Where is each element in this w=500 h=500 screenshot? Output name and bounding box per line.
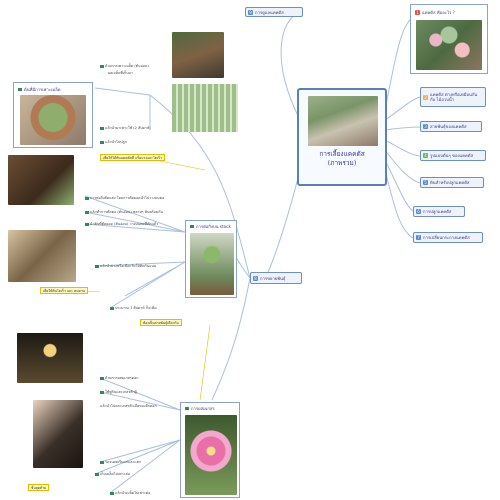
list-item: นำต้นที่ตัดยอด (ต้นอ่อน) วางบนตอที่ตัดแล… <box>85 222 158 226</box>
callout-note: ขั้นสุดท้าย <box>28 484 50 491</box>
list-item: แล้วนำไปปลูก <box>100 140 127 144</box>
flag-icon <box>100 140 104 144</box>
flag-icon <box>18 87 22 91</box>
flag-icon <box>85 210 89 214</box>
topic-number-badge: 9 <box>248 9 253 15</box>
topic-propagation[interactable]: 8 การขยายพันธุ์ <box>250 272 302 284</box>
flag-icon <box>95 472 99 476</box>
list-item: แล้วนำเมล็ดไปเพาะต่อ <box>110 491 150 495</box>
topic-label: รูปแบบต้นๆ ของแคคตัส <box>430 153 474 158</box>
topic-label: การดูแลแคคตัส <box>255 9 284 15</box>
pollination-hand-photo <box>33 400 83 468</box>
subtopic-header: การต่อกิ่งบน stock <box>188 222 235 230</box>
topic-repotting[interactable]: 7 การเปลี่ยนกระถางแคคตัส <box>413 232 483 243</box>
central-topic[interactable]: การเลี้ยงแคคตัส (ภาพรวม) <box>297 88 387 186</box>
list-item: ใช้พู่กันแตะเกสรตัวผู้ <box>100 390 137 394</box>
list-item: ด้วยการเพาะเมล็ด (ต้นอ่อน) <box>100 64 149 68</box>
flag-icon <box>100 390 104 394</box>
topic-label: การเปลี่ยนกระถางแคคตัส <box>423 235 470 240</box>
topic-label: ดินสำหรับปลูกแคคตัส <box>430 180 470 185</box>
list-item: ผลเมล็ดที่เก็บมา <box>108 71 133 75</box>
list-item: แล้วทำการตัดตอ (ต้นอ่อน) หลายๆ ต้นพร้อมก… <box>85 210 163 214</box>
subtopic-header: ต้นที่มีการเพาะเมล็ด <box>16 85 90 93</box>
graft-stock-photo <box>190 233 234 295</box>
flag-icon <box>100 64 104 68</box>
list-item: การต่อกิ่งตัดแต่ง โดยการตัดยอดนำไปวางบนต… <box>85 196 164 200</box>
flag-icon <box>85 196 89 200</box>
central-topic-title: การเลี้ยงแคคตัส (ภาพรวม) <box>319 150 365 167</box>
pollen-photo <box>17 333 83 383</box>
flag-icon <box>95 264 99 268</box>
subtopic-pollination[interactable]: การผสมเกสร <box>180 402 240 498</box>
topic-header: 1 แคคตัส คืออะไร ? <box>413 7 485 17</box>
topic-label: สายพันธุ์ของแคคตัส <box>430 124 467 129</box>
topic-label: แคคตัส ต่างหรือเหมือนกันกับ ไม้อวบน้ำ <box>430 92 478 102</box>
topic-number-badge: 2 <box>423 94 428 100</box>
subtopic-label: การต่อกิ่งบน stock <box>196 223 231 229</box>
topic-cactus-vs-succulent[interactable]: 2 แคคตัส ต่างหรือเหมือนกันกับ ไม้อวบน้ำ <box>420 87 486 107</box>
topic-number-badge: 7 <box>416 235 421 240</box>
callout-note: เพื่อให้ต้นโตเร็ว และ ทนทาน <box>40 287 88 294</box>
cutting-cactus-photo <box>8 155 74 205</box>
subtopic-label: ต้นที่มีการเพาะเมล็ด <box>24 86 61 92</box>
topic-number-badge: 3 <box>423 124 428 129</box>
subtopic-seedling[interactable]: ต้นที่มีการเพาะเมล็ด <box>13 82 93 148</box>
flag-icon <box>185 406 189 410</box>
topic-number-badge: 5 <box>423 180 428 185</box>
flag-icon <box>190 224 194 228</box>
list-item: รอจนผลเริ่มแก่และแตก <box>100 460 141 464</box>
subtopic-label: การผสมเกสร <box>191 405 215 411</box>
topic-species[interactable]: 3 สายพันธุ์ของแคคตัส <box>420 121 482 132</box>
list-item: ประมาณ 1 สัปดาห์ ก็จะติด <box>110 306 157 310</box>
callout-note: เพื่อให้ได้ต้นแคคตัสที่ แข็งแรงและโตเร็ว <box>100 154 165 161</box>
topic-what-is-cactus[interactable]: 1 แคคตัส คืออะไร ? <box>410 4 488 74</box>
subtopic-graft-stock[interactable]: การต่อกิ่งบน stock <box>185 220 237 298</box>
flag-icon <box>100 460 104 464</box>
flag-icon <box>100 376 104 380</box>
topic-label: การปลูกแคคตัส <box>423 209 452 214</box>
flag-icon <box>110 306 114 310</box>
subtopic-header: การผสมเกสร <box>183 404 238 412</box>
list-item: แล้วนำไปแตะเกสรตัวเมียของอีกดอก <box>100 404 157 408</box>
seed-harvest-photo <box>172 32 224 78</box>
topic-planting[interactable]: 6 การปลูกแคคตัส <box>413 206 465 217</box>
seedling-pot-photo <box>20 95 86 145</box>
flag-icon <box>85 222 89 226</box>
topic-label: การขยายพันธุ์ <box>260 275 286 281</box>
topic-label: แคคตัส คืออะไร ? <box>422 9 455 15</box>
list-item: แล้วนำมาเพาะใช้ (2 สัปดาห์) <box>100 126 151 130</box>
topic-number-badge: 8 <box>253 275 258 281</box>
seedling-tray-photo <box>172 84 238 132</box>
topic-number-badge: 6 <box>416 209 421 214</box>
cactus-pots-photo <box>416 20 482 70</box>
topic-number-badge: 1 <box>415 9 420 15</box>
flag-icon <box>100 126 104 130</box>
list-item: เก็บเมล็ดไปเพาะต่อ <box>95 472 130 476</box>
grafting-photo <box>8 230 76 282</box>
flag-icon <box>110 491 114 495</box>
callout-note: ต้องเป็นสายพันธุ์เดียวกัน <box>140 319 182 326</box>
topic-care[interactable]: 9 การดูแลแคคตัส <box>245 7 303 17</box>
list-item: แล้วนำยางหรือเชือกรัดให้ติดกันแน่น <box>95 264 156 268</box>
cactus-greenhouse-photo <box>308 96 378 146</box>
topic-soil[interactable]: 5 ดินสำหรับปลูกแคคตัส <box>420 177 484 188</box>
list-item: ด้วยการผสมเกสรดอก <box>100 376 138 380</box>
topic-shapes[interactable]: 4 รูปแบบต้นๆ ของแคคตัส <box>420 150 486 161</box>
cactus-flower-photo <box>185 415 237 495</box>
topic-number-badge: 4 <box>423 153 428 158</box>
